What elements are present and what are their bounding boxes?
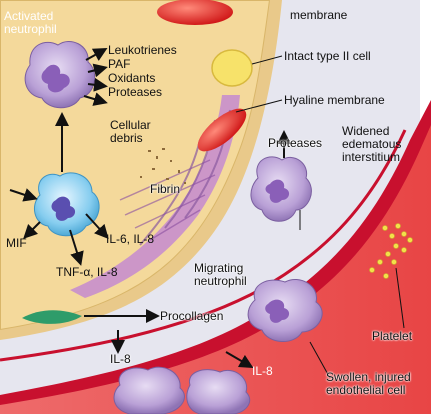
label-proteases: Proteases xyxy=(108,85,177,99)
label-line: neutrophil xyxy=(4,23,57,36)
label-hyaline-membrane: Hyaline membrane xyxy=(284,94,385,107)
label-line: interstitium xyxy=(342,151,401,164)
label-mif: MIF xyxy=(6,237,27,250)
label-proteases-interstitial: Proteases xyxy=(268,137,322,150)
label-fibrin: Fibrin xyxy=(150,183,180,196)
label-swollen-endothelial: Swollen, injured endothelial cell xyxy=(326,371,411,397)
circulating-neutrophil xyxy=(114,367,184,414)
label-activated-neutrophil: Activated neutrophil xyxy=(4,10,57,36)
label-il6-il8: IL-6, IL-8 xyxy=(106,233,154,246)
label-migrating-neutrophil: Migrating neutrophil xyxy=(194,262,247,288)
label-line: neutrophil xyxy=(194,275,247,288)
label-membrane: membrane xyxy=(290,9,347,22)
label-widened-interstitium: Widened edematous interstitium xyxy=(342,125,401,164)
label-cellular-debris: Cellular debris xyxy=(110,119,151,145)
label-intact-type-ii-cell: Intact type II cell xyxy=(284,50,371,63)
label-leukotrienes: Leukotrienes xyxy=(108,43,177,57)
intact-type-ii-cell xyxy=(212,50,252,86)
label-paf: PAF xyxy=(108,57,177,71)
label-procollagen: Procollagen xyxy=(160,310,223,323)
label-line: debris xyxy=(110,132,151,145)
label-line: endothelial cell xyxy=(326,384,411,397)
red-blood-cell xyxy=(157,0,233,25)
label-mediators: Leukotrienes PAF Oxidants Proteases xyxy=(108,43,177,99)
label-oxidants: Oxidants xyxy=(108,71,177,85)
label-tnf-il8: TNF-α, IL-8 xyxy=(56,266,118,279)
label-il8-left: IL-8 xyxy=(110,353,131,366)
circulating-neutrophil xyxy=(187,370,250,414)
label-il8-right: IL-8 xyxy=(252,365,273,378)
label-platelets: Platelet xyxy=(372,330,412,343)
